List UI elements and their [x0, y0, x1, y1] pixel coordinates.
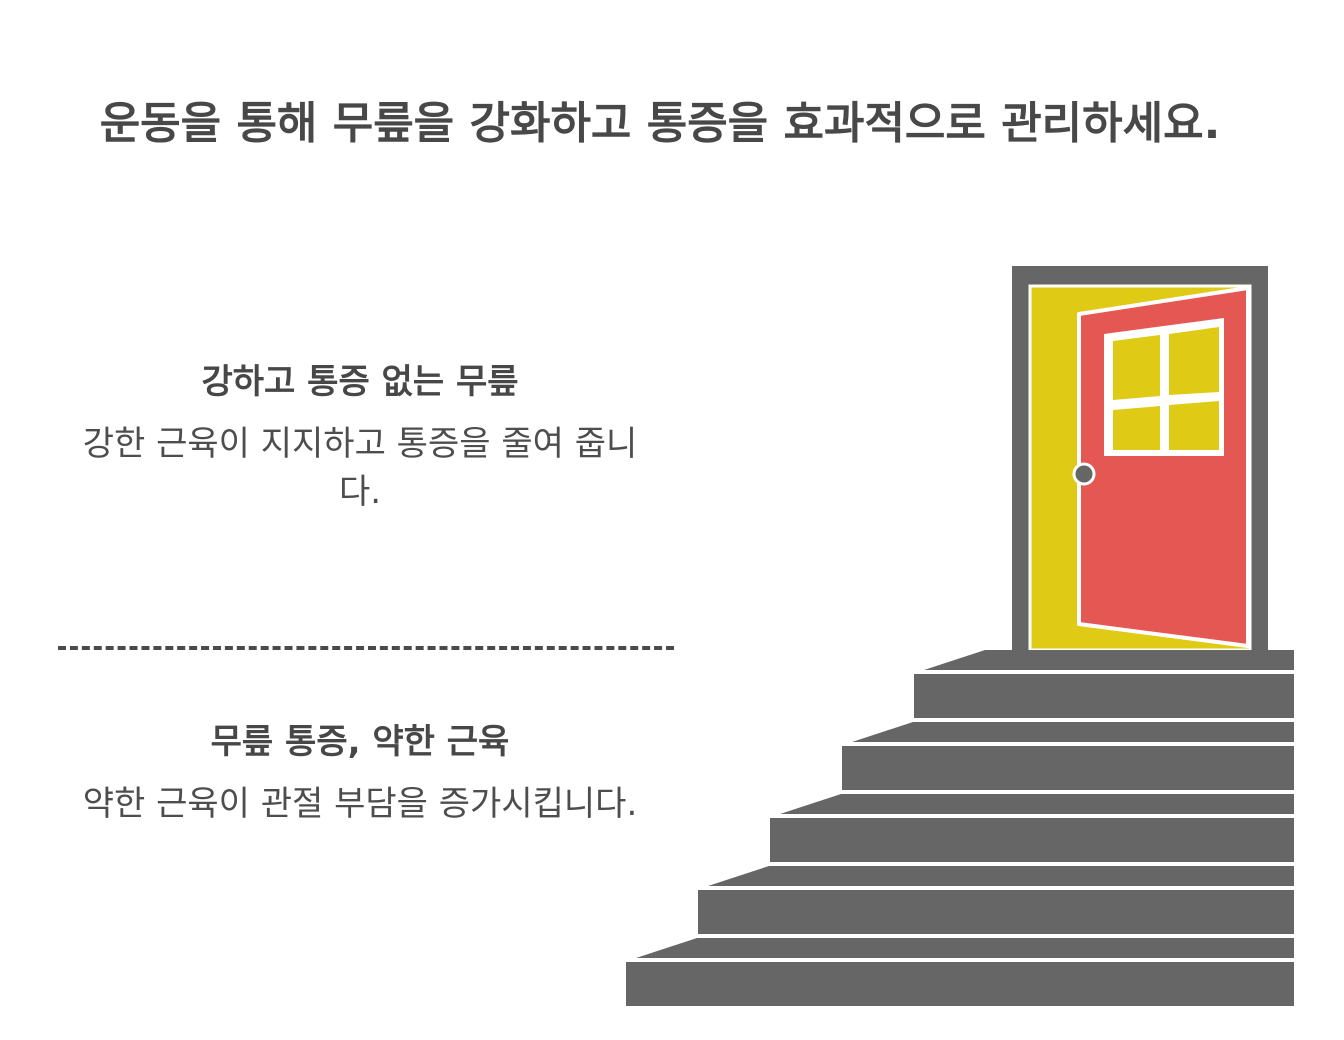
open-door-icon — [1072, 286, 1250, 648]
weak-knee-block: 무릎 통증, 약한 근육 약한 근육이 관절 부담을 증가시킵니다. — [60, 716, 660, 828]
strong-knee-heading: 강하고 통증 없는 무릎 — [201, 362, 519, 402]
door-knob — [1072, 462, 1096, 486]
page-title: 운동을 통해 무릎을 강화하고 통증을 효과적으로 관리하세요. — [99, 98, 1221, 149]
door-window — [1104, 318, 1224, 456]
weak-knee-description: 약한 근육이 관절 부담을 증가시킵니다. — [82, 784, 638, 824]
weak-knee-heading: 무릎 통증, 약한 근육 — [210, 722, 510, 762]
dashed-divider — [58, 646, 674, 650]
strong-knee-description: 강한 근육이 지지하고 통증을 줄여 줍니다. — [82, 424, 638, 512]
staircase-icon — [626, 650, 1294, 1006]
strong-knee-block: 강하고 통증 없는 무릎 강한 근육이 지지하고 통증을 줄여 줍니다. — [60, 356, 660, 516]
